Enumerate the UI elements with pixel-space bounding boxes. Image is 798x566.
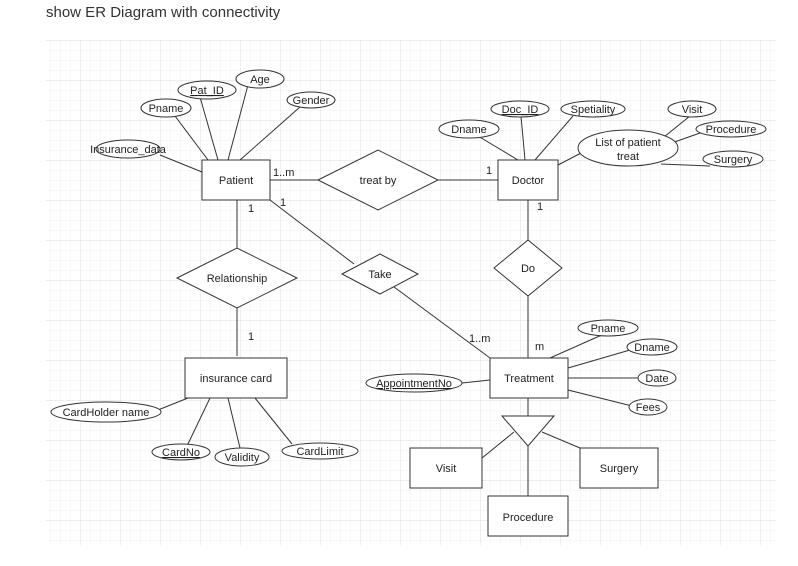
attr-age-label: Age	[250, 74, 270, 86]
attr-treatment-pname-label: Pname	[591, 323, 626, 335]
relationship-take[interactable]: Take	[340, 253, 420, 295]
attr-cardholder-name[interactable]: CardHolder name	[50, 401, 162, 423]
attr-appointment-no[interactable]: AppointmentNo	[365, 373, 463, 393]
attr-fees-label: Fees	[636, 402, 661, 414]
relationship-relationship[interactable]: Relationship	[175, 247, 299, 309]
relationship-do[interactable]: Do	[493, 239, 563, 297]
attr-card-limit[interactable]: CardLimit	[281, 442, 359, 460]
attr-card-no[interactable]: CardNo	[151, 443, 211, 461]
attr-fees[interactable]: Fees	[628, 398, 668, 416]
attr-validity[interactable]: Validity	[214, 447, 270, 467]
attr-visit[interactable]: Visit	[667, 100, 717, 118]
entity-surgery-label: Surgery	[600, 463, 639, 475]
attr-gender[interactable]: Gender	[286, 91, 336, 109]
attr-dname-label: Dname	[451, 124, 486, 136]
attr-speciality[interactable]: Spetiality	[560, 100, 626, 118]
attr-visit-label: Visit	[682, 104, 703, 116]
entity-surgery[interactable]: Surgery	[579, 447, 659, 489]
attr-date-label: Date	[645, 373, 668, 385]
cardinality-patient-treatby: 1..m	[273, 167, 294, 179]
cardinality-take-treatment: 1..m	[469, 333, 490, 345]
entity-visit[interactable]: Visit	[409, 447, 483, 489]
entity-insurance-card-label: insurance card	[200, 373, 272, 385]
attr-speciality-label: Spetiality	[571, 104, 616, 116]
attr-list-of-patient-treat[interactable]: List of patient treat	[577, 129, 679, 167]
attr-insurance-data[interactable]: Insurance_data	[90, 139, 167, 159]
attr-doc-id[interactable]: Doc_ID	[490, 100, 550, 118]
entity-doctor[interactable]: Doctor	[497, 159, 559, 201]
attr-doc-id-label: Doc_ID	[502, 104, 539, 116]
attr-list-of-patient-treat-label-1: List of patient	[595, 137, 660, 149]
attr-age[interactable]: Age	[235, 69, 285, 89]
entity-procedure-label: Procedure	[503, 512, 554, 524]
attr-surgery-label: Surgery	[714, 154, 753, 166]
attr-procedure[interactable]: Procedure	[695, 120, 767, 138]
attr-pname-label: Pname	[149, 103, 184, 115]
attr-treatment-pname[interactable]: Pname	[577, 319, 639, 337]
attr-dname[interactable]: Dname	[438, 119, 500, 139]
relationship-treat-by[interactable]: treat by	[316, 149, 440, 211]
page-heading: show ER Diagram with connectivity	[46, 4, 281, 21]
attr-pat-id[interactable]: Pat_ID	[177, 80, 237, 100]
cardinality-relationship-card: 1	[248, 331, 254, 343]
entity-procedure[interactable]: Procedure	[487, 495, 569, 537]
attr-treatment-dname[interactable]: Dname	[626, 338, 678, 356]
attr-pname[interactable]: Pname	[140, 98, 192, 118]
attr-cardholder-name-label: CardHolder name	[63, 407, 150, 419]
cardinality-patient-take: 1	[280, 197, 286, 209]
entity-patient-label: Patient	[219, 175, 253, 187]
entity-treatment[interactable]: Treatment	[489, 357, 569, 399]
isa-triangle[interactable]	[500, 415, 556, 447]
entity-patient[interactable]: Patient	[201, 159, 271, 201]
attr-procedure-label: Procedure	[706, 124, 757, 136]
relationship-relationship-label: Relationship	[207, 273, 268, 285]
entity-visit-label: Visit	[436, 463, 457, 475]
cardinality-patient-relationship: 1	[248, 203, 254, 215]
attr-list-of-patient-treat-label-2: treat	[617, 151, 639, 163]
attr-treatment-dname-label: Dname	[634, 342, 669, 354]
relationship-do-label: Do	[521, 263, 535, 275]
attr-card-limit-label: CardLimit	[296, 446, 343, 458]
connector-lines	[157, 84, 711, 496]
relationship-take-label: Take	[368, 269, 391, 281]
entity-doctor-label: Doctor	[512, 175, 545, 187]
attr-date[interactable]: Date	[637, 369, 677, 387]
attr-insurance-data-label: Insurance_data	[90, 144, 167, 156]
cardinality-treatby-doctor: 1	[486, 165, 492, 177]
attr-appointment-no-label: AppointmentNo	[376, 378, 452, 390]
attr-validity-label: Validity	[225, 452, 260, 464]
entity-treatment-label: Treatment	[504, 373, 554, 385]
entity-insurance-card[interactable]: insurance card	[184, 357, 288, 399]
attr-surgery[interactable]: Surgery	[702, 150, 764, 168]
cardinality-do-treatment: m	[535, 341, 544, 353]
attr-pat-id-label: Pat_ID	[190, 85, 224, 97]
cardinality-doctor-do: 1	[537, 201, 543, 213]
relationship-treat-by-label: treat by	[360, 175, 397, 187]
attr-card-no-label: CardNo	[162, 447, 200, 459]
attr-gender-label: Gender	[293, 95, 330, 107]
